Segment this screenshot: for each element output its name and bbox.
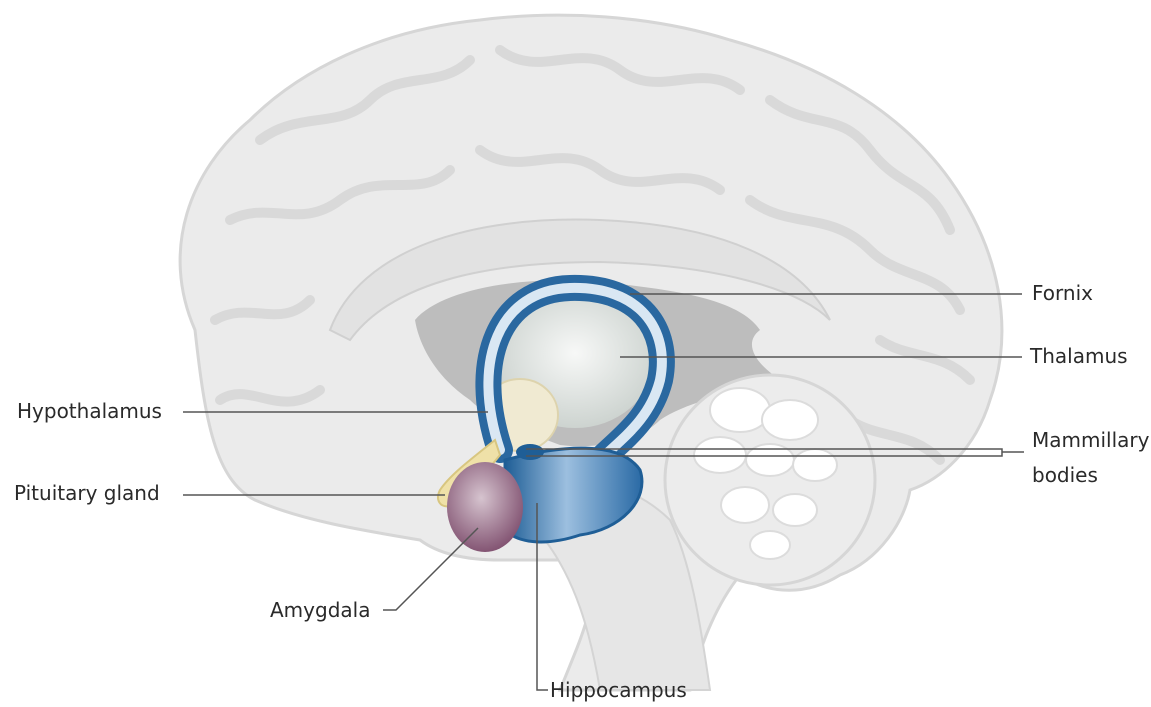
mammillary-label-line2: bodies (1032, 463, 1098, 487)
hippocampus-label: Hippocampus (550, 678, 687, 702)
amygdala-label: Amygdala (270, 598, 370, 622)
fornix-label: Fornix (1032, 281, 1093, 305)
thalamus-label: Thalamus (1029, 344, 1128, 368)
hypothalamus-label: Hypothalamus (17, 399, 162, 423)
pituitary-label: Pituitary gland (14, 481, 160, 505)
cerebellum (665, 375, 875, 585)
amygdala-structure (447, 462, 523, 552)
mammillary-bodies-structure (516, 444, 544, 460)
mammillary-label-line1: Mammillary (1032, 428, 1150, 452)
